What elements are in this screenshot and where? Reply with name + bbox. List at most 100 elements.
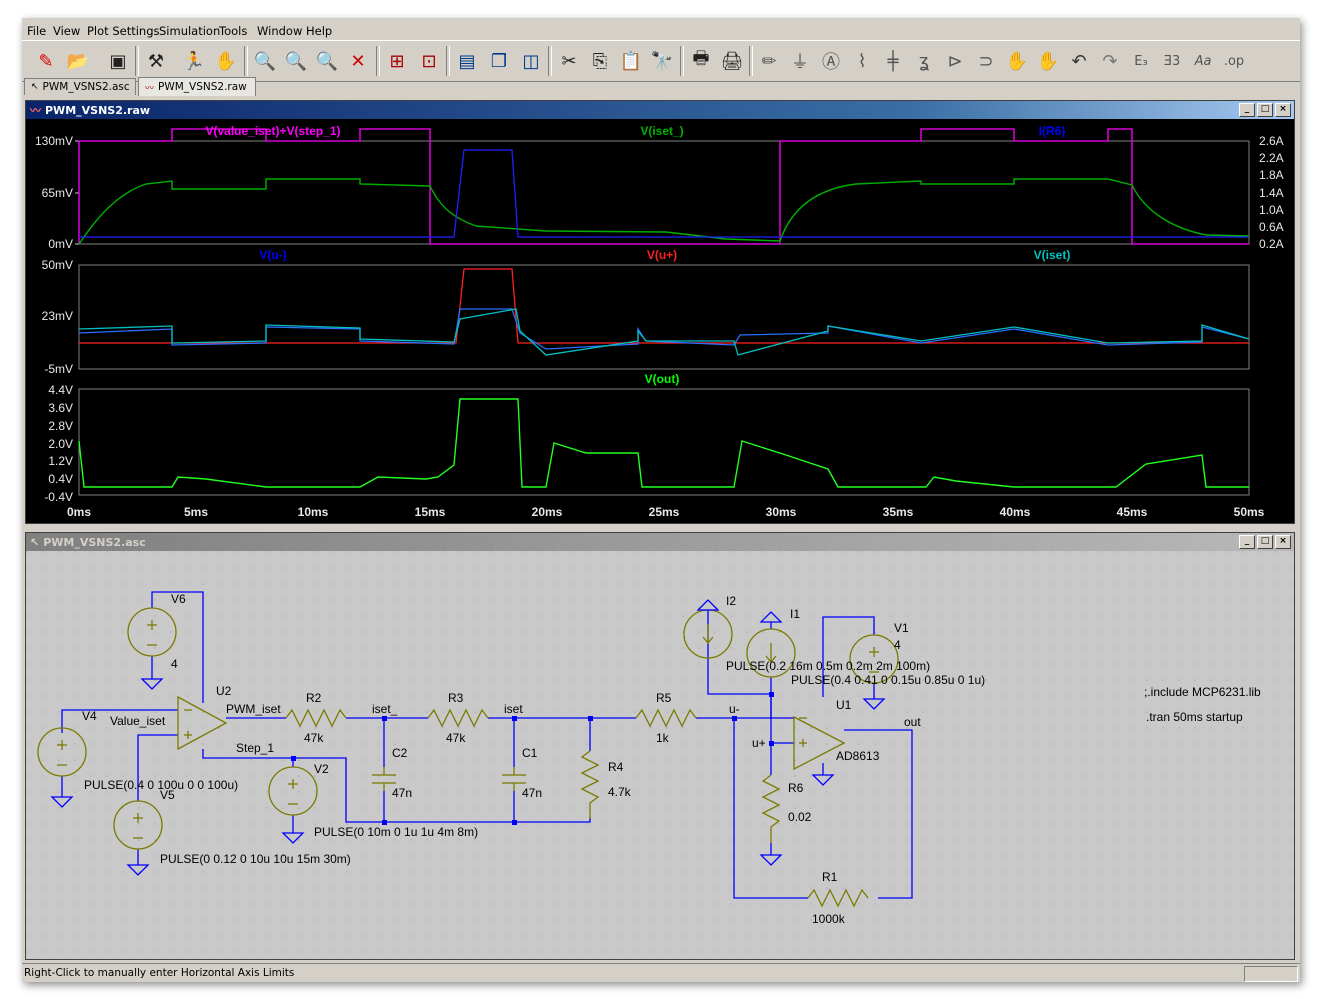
label-c1-value[interactable]: 47n xyxy=(522,786,542,800)
close-button[interactable]: × xyxy=(1275,535,1291,549)
save-icon[interactable]: ▣ xyxy=(109,50,127,72)
menu-tools[interactable]: Tools xyxy=(219,24,248,38)
text-icon[interactable]: Aa xyxy=(1194,53,1212,69)
tile-horizontal-icon[interactable]: ▤ xyxy=(458,50,476,72)
inductor-icon[interactable]: ʓ xyxy=(918,50,930,72)
open-icon[interactable]: 📂 xyxy=(66,50,90,72)
label-c2-value[interactable]: 47n xyxy=(392,786,412,800)
cut-icon[interactable]: ✂ xyxy=(561,50,577,72)
trace-label-value-iset-step1[interactable]: V(value_iset)+V(step_1) xyxy=(205,124,340,138)
resistor-icon[interactable]: ⌇ xyxy=(857,50,867,72)
label-v4[interactable]: V4 xyxy=(82,709,97,723)
find-icon[interactable]: 🔭 xyxy=(650,50,674,72)
maximize-button[interactable]: □ xyxy=(1257,103,1273,117)
label-u1[interactable]: U1 xyxy=(836,698,852,712)
tab-schematic[interactable]: ↖ PWM_VSNS2.asc xyxy=(24,78,136,95)
label-r2-value[interactable]: 47k xyxy=(304,731,324,745)
label-v4-pulse[interactable]: PULSE(0.4 0 100u 0 0 100u) xyxy=(84,778,238,792)
label-r4-value[interactable]: 4.7k xyxy=(608,785,632,799)
net-u-plus[interactable]: u+ xyxy=(752,736,766,750)
move-icon[interactable]: ✋ xyxy=(1005,50,1029,72)
label-c1[interactable]: C1 xyxy=(522,746,538,760)
paste-icon[interactable]: 📋 xyxy=(619,50,643,72)
menu-view[interactable]: View xyxy=(53,24,81,38)
label-r2[interactable]: R2 xyxy=(306,691,322,705)
label-v2[interactable]: V2 xyxy=(314,762,329,776)
net-u-minus[interactable]: u- xyxy=(729,702,740,716)
label-v1-value[interactable]: 4 xyxy=(894,638,901,652)
wire-icon[interactable]: ✏ xyxy=(761,50,777,72)
label-r5-value[interactable]: 1k xyxy=(656,731,670,745)
label-v5-pulse[interactable]: PULSE(0 0.12 0 10u 10u 15m 30m) xyxy=(160,852,351,866)
label-r1-value[interactable]: 1000k xyxy=(812,912,846,926)
label-r4[interactable]: R4 xyxy=(608,760,624,774)
menu-window[interactable]: Window xyxy=(257,24,303,38)
label-v1[interactable]: V1 xyxy=(894,621,909,635)
net-value-iset[interactable]: Value_iset xyxy=(110,714,166,728)
print-setup-icon[interactable]: 🖨 xyxy=(720,50,744,72)
trace-label-iset[interactable]: V(iset) xyxy=(1034,248,1071,262)
label-v5[interactable]: V5 xyxy=(160,788,175,802)
print-icon[interactable]: 🖶 xyxy=(692,48,710,69)
label-i1-pulse[interactable]: PULSE(0.4 0.41 0 0.15u 0.85u 0 1u) xyxy=(791,673,985,687)
zoom-in-icon[interactable]: 🔍 xyxy=(253,50,277,72)
zoom-out-icon[interactable]: 🔍 xyxy=(284,50,308,72)
halt-icon[interactable]: ✋ xyxy=(214,50,238,72)
ground-icon[interactable]: ⏚ xyxy=(791,52,809,73)
label-r1[interactable]: R1 xyxy=(822,870,838,884)
spice-tran-directive[interactable]: .tran 50ms startup xyxy=(1146,710,1243,724)
new-schematic-icon[interactable]: ✎ xyxy=(38,50,54,72)
spice-directive-icon[interactable]: .op xyxy=(1223,53,1245,69)
schematic-canvas[interactable]: V6 4 U2 V4 Value_iset PWM_iset Step_1 PU… xyxy=(26,551,1294,959)
capacitor-icon[interactable]: ╪ xyxy=(887,50,899,72)
net-pwm-iset[interactable]: PWM_iset xyxy=(226,702,281,716)
label-r5[interactable]: R5 xyxy=(656,691,672,705)
cascade-icon[interactable]: ❐ xyxy=(490,50,508,72)
label-u1-model[interactable]: AD8613 xyxy=(836,749,880,763)
menu-simulation[interactable]: Simulation xyxy=(159,24,221,38)
net-step-1[interactable]: Step_1 xyxy=(236,741,274,755)
redo-icon[interactable]: ↷ xyxy=(1102,50,1118,72)
tile-vertical-icon[interactable]: ◫ xyxy=(522,50,540,72)
fit-icon[interactable]: ⊡ xyxy=(421,50,437,72)
label-v2-pulse[interactable]: PULSE(0 10m 0 1u 1u 4m 8m) xyxy=(314,825,478,839)
label-r6[interactable]: R6 xyxy=(788,781,804,795)
run-icon[interactable]: 🏃 xyxy=(182,50,206,72)
mirror-icon[interactable]: Ǝ3 xyxy=(1163,53,1181,69)
net-iset-underscore[interactable]: iset_ xyxy=(372,702,398,716)
drag-icon[interactable]: ✋ xyxy=(1036,50,1060,72)
menu-plot-settings[interactable]: Plot Settings xyxy=(87,24,160,38)
tab-waveform[interactable]: 〰 PWM_VSNS2.raw xyxy=(138,77,256,96)
spice-include-directive[interactable]: ;.include MCP6231.lib xyxy=(1144,685,1261,699)
component-icon[interactable]: ⊃ xyxy=(978,50,994,72)
close-button[interactable]: × xyxy=(1275,103,1291,117)
label-i2[interactable]: I2 xyxy=(726,594,736,608)
trace-label-u-minus[interactable]: V(u-) xyxy=(259,248,286,262)
rotate-icon[interactable]: E₃ xyxy=(1134,53,1148,69)
menu-help[interactable]: Help xyxy=(306,24,333,38)
label-u2[interactable]: U2 xyxy=(216,684,232,698)
zoom-full-icon[interactable]: 🔍 xyxy=(315,50,339,72)
undo-icon[interactable]: ↶ xyxy=(1071,50,1087,72)
copy-icon[interactable]: ⎘ xyxy=(592,50,608,72)
trace-label-i-r6[interactable]: I(R6) xyxy=(1039,124,1066,138)
label-r3-value[interactable]: 47k xyxy=(446,731,466,745)
diode-icon[interactable]: ⊳ xyxy=(947,50,963,72)
label-i1[interactable]: I1 xyxy=(790,607,800,621)
label-r6-value[interactable]: 0.02 xyxy=(788,810,812,824)
net-iset[interactable]: iset xyxy=(504,702,523,716)
maximize-button[interactable]: □ xyxy=(1257,535,1273,549)
label-v6-value[interactable]: 4 xyxy=(171,657,178,671)
minimize-button[interactable]: _ xyxy=(1239,535,1255,549)
label-i2-pulse[interactable]: PULSE(0.2 16m 0.5m 0.2m 2m 100m) xyxy=(726,659,930,673)
label-v6[interactable]: V6 xyxy=(171,592,186,606)
trace-label-u-plus[interactable]: V(u+) xyxy=(647,248,677,262)
control-panel-icon[interactable]: ⚒ xyxy=(147,50,165,72)
trace-label-out[interactable]: V(out) xyxy=(645,372,680,386)
menu-file[interactable]: File xyxy=(27,24,47,38)
label-c2[interactable]: C2 xyxy=(392,746,408,760)
label-r3[interactable]: R3 xyxy=(448,691,464,705)
zoom-cancel-icon[interactable]: ✕ xyxy=(350,50,366,72)
trace-label-iset-underscore[interactable]: V(iset_) xyxy=(640,124,683,138)
label-net-icon[interactable]: Ⓐ xyxy=(822,52,840,73)
